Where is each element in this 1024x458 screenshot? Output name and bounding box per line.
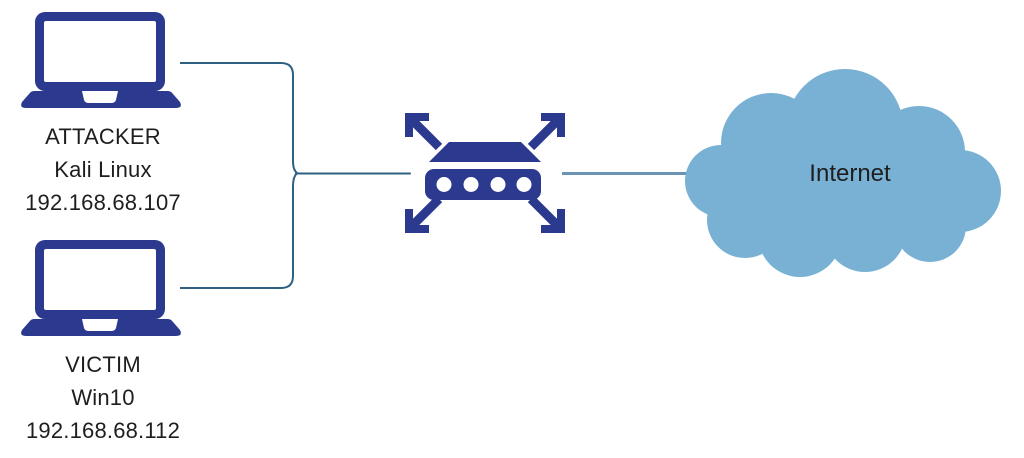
attacker-label: ATTACKER Kali Linux 192.168.68.107 [5, 120, 201, 219]
arrow-sw-icon [405, 209, 429, 233]
arrow-se-icon [541, 209, 565, 233]
victim-role: VICTIM [65, 352, 141, 377]
attacker-ip: 192.168.68.107 [25, 190, 181, 215]
switch-lid [429, 142, 541, 162]
cloud-icon [685, 69, 1001, 277]
arrow-ne-icon [541, 113, 565, 137]
victim-ip: 192.168.68.112 [25, 418, 181, 443]
attacker-role: ATTACKER [45, 124, 161, 149]
switch-with-outward-arrows-icon [405, 113, 565, 233]
laptop-icon [21, 12, 181, 108]
arrow-nw-icon [405, 113, 429, 137]
internet-label: Internet [809, 160, 891, 187]
attacker-os: Kali Linux [54, 157, 152, 182]
victim-label: VICTIM Win10 192.168.68.112 [5, 348, 201, 447]
victim-os: Win10 [71, 385, 135, 410]
laptop-icon [21, 240, 181, 336]
switch-body [425, 169, 541, 200]
